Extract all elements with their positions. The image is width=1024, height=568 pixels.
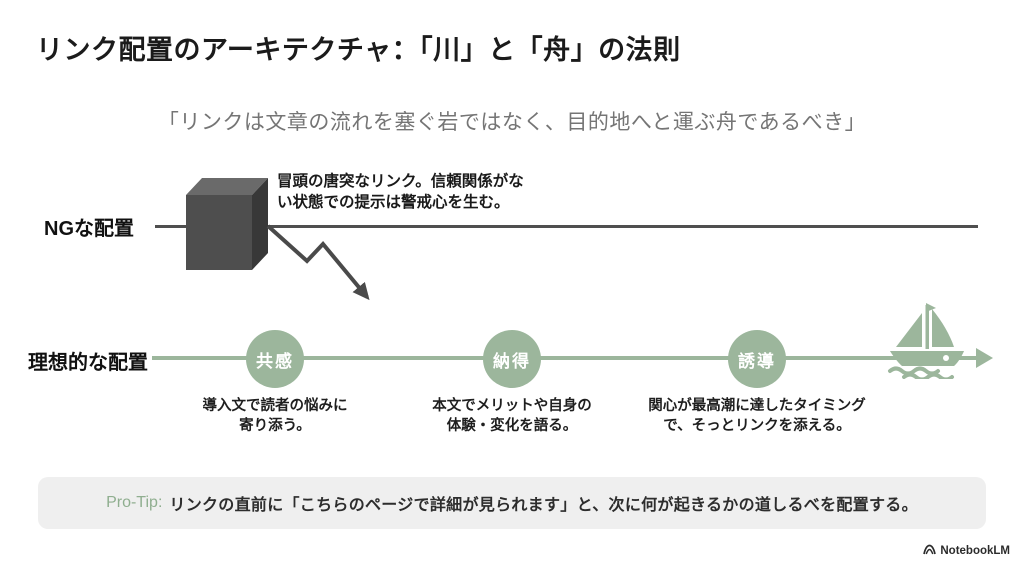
ideal-line-arrowhead-icon bbox=[976, 348, 993, 368]
step-desc-guidance-line1: 関心が最高潮に達したタイミング bbox=[648, 398, 866, 414]
notebooklm-logo-icon bbox=[923, 544, 937, 558]
step-circle-empathy: 共感 bbox=[246, 330, 304, 388]
ideal-river-line bbox=[152, 356, 978, 360]
step-desc-conviction: 本文でメリットや自身の 体験・変化を語る。 bbox=[397, 396, 627, 436]
ideal-row-label: 理想的な配置 bbox=[28, 352, 148, 374]
ng-annotation: 冒頭の唐突なリンク。信頼関係がな い状態での提示は警戒心を生む。 bbox=[277, 171, 524, 213]
pro-tip-text: リンクの直前に「こちらのページで詳細が見られます」と、次に何が起きるかの道しるべ… bbox=[169, 497, 918, 514]
sailboat-icon bbox=[884, 303, 972, 384]
rock-cube-icon bbox=[184, 176, 270, 277]
step-desc-conviction-line2: 体験・変化を語る。 bbox=[446, 418, 578, 434]
pro-tip-prefix: Pro-Tip: bbox=[106, 494, 163, 511]
ng-river-line bbox=[155, 225, 978, 228]
page-title: リンク配置のアーキテクチャ：「川」と「舟」の法則 bbox=[36, 35, 681, 65]
ng-row-label: NGな配置 bbox=[44, 218, 134, 240]
brand-name: NotebookLM bbox=[940, 545, 1010, 557]
step-desc-guidance: 関心が最高潮に達したタイミング で、そっとリンクを添える。 bbox=[622, 396, 892, 436]
subtitle-quote: 「リンクは文章の流れを塞ぐ岩ではなく、目的地へと運ぶ舟であるべき」 bbox=[157, 111, 867, 134]
ng-annotation-line2: い状態での提示は警戒心を生む。 bbox=[277, 194, 510, 211]
step-desc-guidance-line2: で、そっとリンクを添える。 bbox=[663, 418, 851, 434]
step-desc-conviction-line1: 本文でメリットや自身の bbox=[432, 398, 592, 414]
step-circle-conviction: 納得 bbox=[483, 330, 541, 388]
brand-footer: NotebookLM bbox=[923, 544, 1010, 558]
decline-zigzag-arrow-icon bbox=[255, 215, 395, 325]
step-desc-empathy-line2: 寄り添う。 bbox=[239, 418, 311, 434]
step-circle-guidance: 誘導 bbox=[728, 330, 786, 388]
step-desc-empathy: 導入文で読者の悩みに 寄り添う。 bbox=[160, 396, 390, 436]
pro-tip-box: Pro-Tip: リンクの直前に「こちらのページで詳細が見られます」と、次に何が… bbox=[38, 477, 986, 529]
ng-annotation-line1: 冒頭の唐突なリンク。信頼関係がな bbox=[277, 173, 524, 190]
step-desc-empathy-line1: 導入文で読者の悩みに bbox=[202, 398, 348, 414]
